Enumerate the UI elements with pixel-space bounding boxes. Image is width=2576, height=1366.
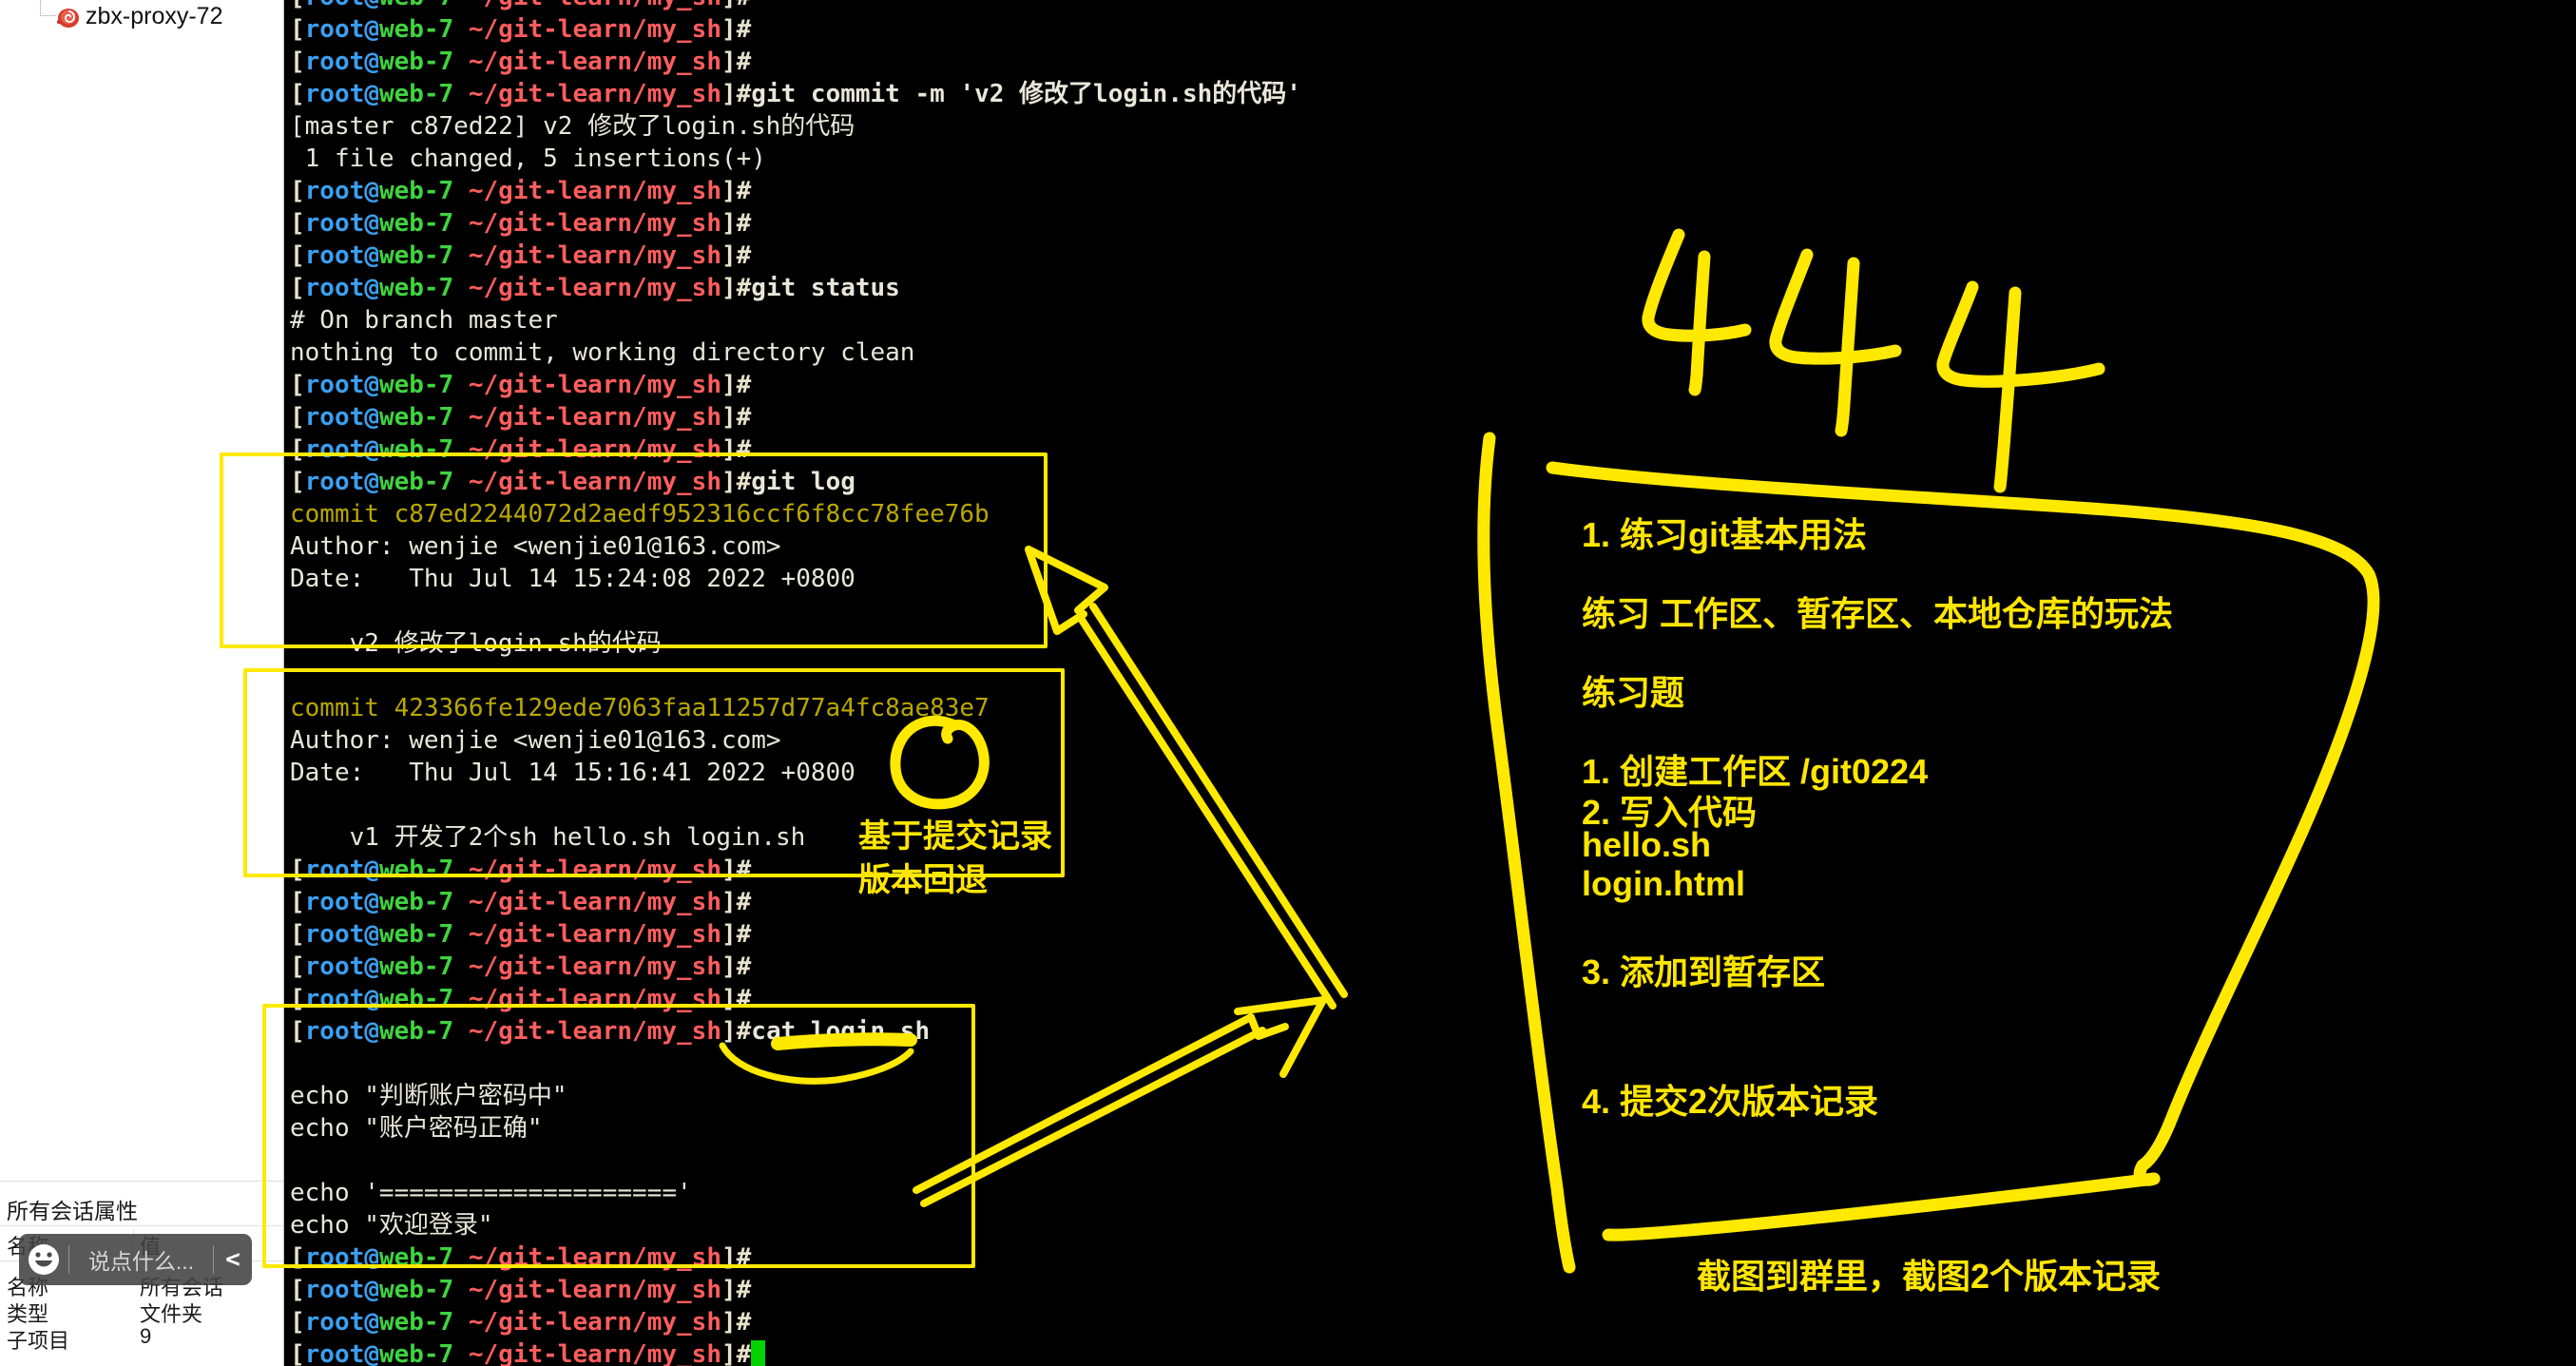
emoji-button[interactable]: [19, 1242, 68, 1277]
note-line: 1. 练习git基本用法: [1582, 515, 1868, 554]
terminal-line: [root@web-7 ~/git-learn/my_sh]#: [290, 985, 752, 1013]
annotation-text-rollback-1: 基于提交记录: [858, 818, 1052, 855]
terminal-line: [root@web-7 ~/git-learn/my_sh]#: [290, 209, 752, 238]
terminal-line: echo "账户密码正确": [290, 1114, 543, 1143]
note-line: 3. 添加到暂存区: [1582, 952, 1826, 991]
terminal-line: 1 file changed, 5 insertions(+): [290, 144, 766, 173]
terminal-line: # On branch master: [290, 306, 558, 335]
note-line: 练习 工作区、暂存区、本地仓库的玩法: [1582, 594, 2174, 633]
collapse-chevron-button[interactable]: <: [225, 1245, 240, 1274]
terminal-area[interactable]: [root@web-7 ~/git-learn/my_sh]#[root@web…: [284, 0, 2576, 1366]
property-value: 文件夹: [140, 1302, 203, 1326]
terminal-line: [root@web-7 ~/git-learn/my_sh]#: [290, 48, 752, 76]
terminal-line: echo "欢迎登录": [290, 1211, 493, 1240]
terminal-line: commit 423366fe129ede7063faa11257d77a4fc…: [290, 694, 990, 722]
terminal-line: [290, 1048, 1301, 1080]
property-name: 子项目: [7, 1329, 70, 1353]
terminal-line: [root@web-7 ~/git-learn/my_sh]#git commi…: [290, 80, 1301, 108]
terminal-line: v2 修改了login.sh的代码: [290, 629, 662, 658]
terminal-line: [root@web-7 ~/git-learn/my_sh]#git statu…: [290, 274, 900, 302]
note-line: hello.sh: [1582, 825, 1712, 864]
terminal-line: [root@web-7 ~/git-learn/my_sh]#cat login…: [290, 1017, 931, 1046]
terminal-line: [root@web-7 ~/git-learn/my_sh]#: [290, 1243, 752, 1272]
property-name: 类型: [7, 1302, 49, 1326]
terminal-line: Date: Thu Jul 14 15:24:08 2022 +0800: [290, 565, 855, 593]
terminal-output: [root@web-7 ~/git-learn/my_sh]#[root@web…: [290, 0, 1301, 1366]
divider: [68, 1245, 69, 1274]
property-value: 9: [140, 1324, 152, 1348]
snail-icon: [56, 9, 79, 28]
terminal-line: [root@web-7 ~/git-learn/my_sh]#: [290, 920, 752, 949]
terminal-line: [root@web-7 ~/git-learn/my_sh]#: [290, 371, 752, 399]
terminal-line: [root@web-7 ~/git-learn/my_sh]#: [290, 952, 752, 981]
terminal-line: [root@web-7 ~/git-learn/my_sh]#: [290, 0, 1301, 13]
terminal-line: [root@web-7 ~/git-learn/my_sh]#: [290, 888, 752, 916]
property-row[interactable]: 子项目 9: [0, 1320, 283, 1353]
note-line: 截图到群里，截图2个版本记录: [1697, 1257, 2162, 1296]
annotation-text-rollback-2: 版本回退: [858, 862, 988, 898]
note-line: 练习题: [1582, 673, 1685, 712]
terminal-line: [root@web-7 ~/git-learn/my_sh]#: [290, 1338, 1301, 1366]
property-row[interactable]: 类型 文件夹: [0, 1294, 283, 1326]
terminal-line: [290, 1145, 1301, 1177]
terminal-line: [root@web-7 ~/git-learn/my_sh]#: [290, 15, 752, 44]
note-line: 4. 提交2次版本记录: [1582, 1082, 1879, 1121]
terminal-line: Date: Thu Jul 14 15:16:41 2022 +0800: [290, 759, 855, 787]
terminal-line: echo "判断账户密码中": [290, 1082, 567, 1110]
terminal-line: [root@web-7 ~/git-learn/my_sh]#git log: [290, 468, 855, 496]
terminal-line: [root@web-7 ~/git-learn/my_sh]#: [290, 856, 752, 884]
terminal-line: [root@web-7 ~/git-learn/my_sh]#: [290, 177, 752, 205]
tree-connector: [40, 0, 56, 16]
terminal-line: Author: wenjie <wenjie01@163.com>: [290, 726, 781, 755]
terminal-line: commit c87ed2244072d2aedf952316ccf6f8cc7…: [290, 500, 990, 529]
terminal-line: [290, 660, 1301, 692]
terminal-line: nothing to commit, working directory cle…: [290, 338, 915, 367]
terminal-cursor: [751, 1340, 766, 1366]
comment-bar[interactable]: 说点什么... <: [19, 1234, 252, 1285]
terminal-line: [290, 789, 1301, 821]
properties-title: 所有会话属性: [7, 1199, 138, 1223]
smiley-icon: [29, 1244, 59, 1275]
terminal-line: [root@web-7 ~/git-learn/my_sh]#: [290, 1308, 752, 1337]
terminal-line: echo '====================': [290, 1179, 692, 1207]
terminal-line: [master c87ed22] v2 修改了login.sh的代码: [290, 112, 855, 141]
terminal-line: [root@web-7 ~/git-learn/my_sh]#: [290, 403, 752, 432]
terminal-line: [root@web-7 ~/git-learn/my_sh]#: [290, 435, 752, 464]
divider: [213, 1245, 214, 1274]
terminal-line: [root@web-7 ~/git-learn/my_sh]#: [290, 241, 752, 270]
terminal-line: v1 开发了2个sh hello.sh login.sh: [290, 823, 806, 852]
comment-input[interactable]: 说点什么...: [87, 1249, 195, 1274]
terminal-line: [root@web-7 ~/git-learn/my_sh]#: [290, 1276, 752, 1304]
session-label: zbx-proxy-72: [86, 3, 223, 29]
note-line: login.html: [1582, 864, 1745, 903]
terminal-line: [290, 595, 1301, 627]
terminal-line: Author: wenjie <wenjie01@163.com>: [290, 532, 781, 561]
